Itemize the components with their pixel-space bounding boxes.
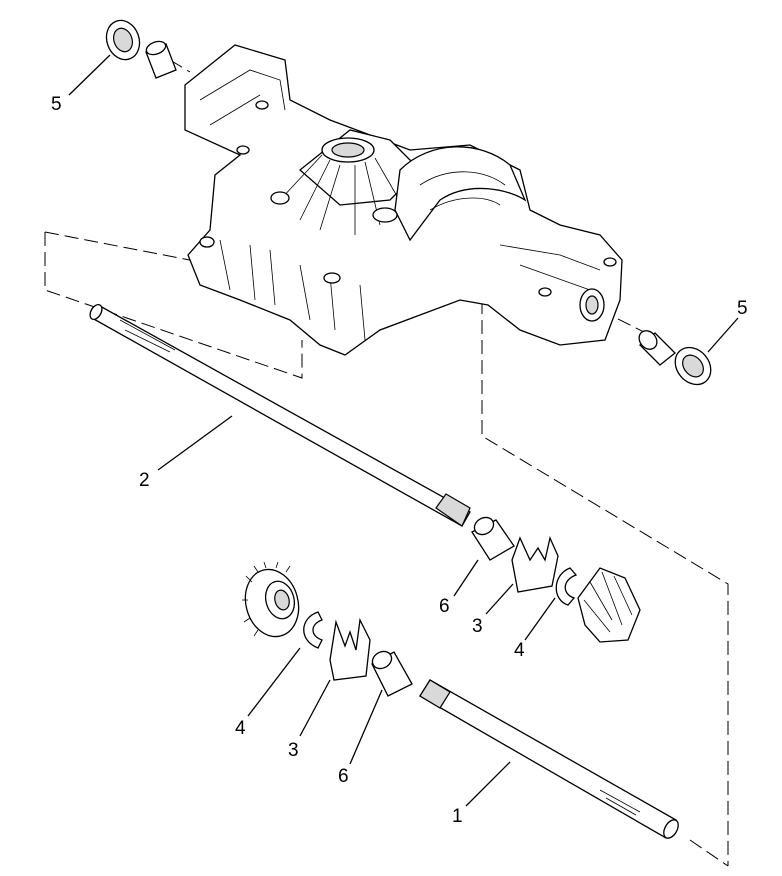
bushing-upper (471, 516, 515, 561)
bushing-lower (371, 650, 413, 697)
bearing-top (145, 40, 177, 79)
thrust-washer-upper (511, 535, 559, 593)
callout-bushing-upper: 6 (439, 596, 450, 617)
callout-ring-upper: 4 (514, 640, 525, 661)
callout-seal-top: 5 (51, 94, 62, 115)
callout-labels: 5 5 2 6 3 4 4 3 6 1 (51, 94, 748, 827)
callout-shaft-upper: 2 (139, 470, 150, 491)
callout-thrust-upper: 3 (472, 616, 483, 637)
callout-seal-right: 5 (737, 298, 748, 319)
ring-lower (303, 611, 323, 649)
transmission-housing (184, 44, 623, 356)
bearing-right (638, 330, 676, 366)
callout-bushing-lower: 6 (338, 766, 349, 787)
axle-shaft-lower (419, 679, 679, 839)
callout-ring-lower: 4 (235, 718, 246, 739)
oil-seal-top (105, 19, 141, 61)
thrust-washer-lower (329, 617, 371, 681)
axle-shaft-upper (89, 303, 471, 527)
oil-seal-right (674, 346, 712, 386)
callout-thrust-lower: 3 (288, 740, 299, 761)
bevel-gear-right (577, 567, 641, 643)
ring-upper (555, 567, 578, 606)
callout-leaders (68, 54, 739, 807)
gear-left (242, 561, 300, 638)
callout-shaft-lower: 1 (452, 806, 463, 827)
